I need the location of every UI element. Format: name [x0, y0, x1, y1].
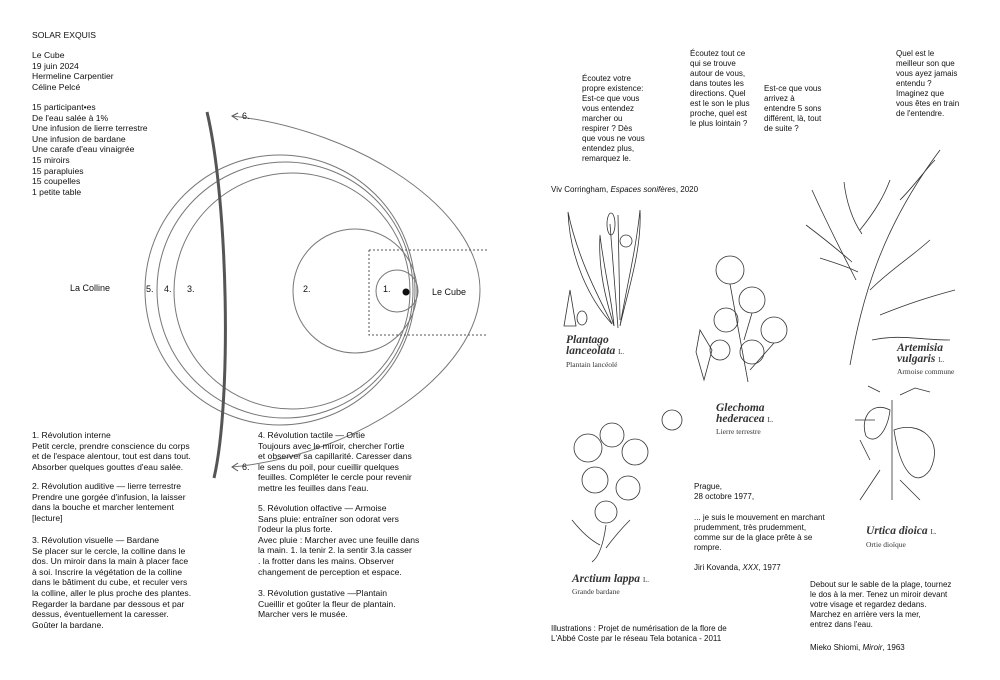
arrow-head-icon — [231, 462, 239, 472]
circle-number: 2. — [303, 284, 311, 294]
credit-work: Espaces sonifères — [610, 185, 676, 194]
kovanda-credit: Jiri Kovanda, XXX, 1977 — [694, 563, 781, 573]
material-item: Une infusion de lierre terrestre — [32, 123, 148, 134]
material-item: 15 parapluies — [32, 165, 84, 176]
credit-author: Mieko Shiomi, — [810, 643, 863, 652]
material-item: 15 participant•es — [32, 102, 96, 112]
revolution-4: 4. Révolution tactile — Ortie Toujours a… — [258, 430, 412, 493]
shiomi-quote: Debout sur le sable de la plage, tournez… — [810, 580, 952, 629]
shiomi-credit: Mieko Shiomi, Miroir, 1963 — [810, 643, 905, 653]
circle-number: 3. — [187, 284, 195, 294]
info-line: Céline Pelcé — [32, 81, 81, 92]
plantago-drawing — [563, 209, 641, 329]
revolution-6: 3. Révolution gustative —Plantain Cueill… — [258, 588, 396, 620]
glechoma-drawing — [695, 255, 788, 383]
circle-number: 1. — [383, 284, 391, 294]
plant-latin-artemisia: Artemisia vulgaris L. — [897, 342, 945, 366]
plant-latin: Plantago lanceolata — [566, 334, 616, 357]
circle-5 — [144, 154, 416, 426]
plant-latin: Urtica dioica — [866, 525, 928, 537]
circle-number: 6. — [242, 111, 250, 121]
plant-suffix: L. — [642, 576, 649, 584]
plant-suffix: L. — [618, 348, 625, 356]
plant-suffix: L. — [938, 356, 945, 364]
circle-2 — [292, 228, 418, 354]
circle-number: 6. — [242, 462, 250, 472]
circle-4 — [156, 161, 414, 419]
plant-suffix: L. — [767, 416, 774, 424]
info-line: Le Cube — [32, 50, 65, 60]
materials-list: 15 participant•es De l'eau salée à 1% Un… — [32, 102, 148, 197]
circle-number: 5. — [146, 284, 154, 294]
plant-latin: Arctium lappa — [572, 573, 641, 585]
plant-latin-arctium: Arctium lappa L. — [572, 573, 649, 586]
plant-french-plantago: Plantain lancéolé — [566, 360, 618, 369]
arrow-head-icon — [231, 112, 239, 121]
plant-latin: Glechoma hederacea — [716, 402, 765, 425]
artemisia-drawing — [805, 149, 956, 366]
material-item: Une carafe d'eau vinaigrée — [32, 144, 135, 155]
plant-latin-urtica: Urtica dioica L. — [866, 525, 937, 538]
circle-number: 4. — [164, 284, 172, 294]
plant-latin-plantago: Plantago lanceolata L. — [566, 334, 625, 358]
material-item: 15 miroirs — [32, 154, 70, 165]
question-4: Quel est le meilleur son que vous ayez j… — [896, 49, 960, 118]
arctium-drawing — [571, 409, 683, 563]
credit-work: Miroir — [862, 643, 883, 652]
material-item: Une infusion de bardane — [32, 133, 126, 144]
material-item: De l'eau salée à 1% — [32, 112, 109, 123]
revolution-5: 5. Révolution olfactive — Armoise Sans p… — [258, 503, 420, 577]
material-item: 15 coupelles — [32, 176, 81, 187]
urtica-drawing — [855, 385, 935, 501]
circle-3 — [173, 172, 411, 410]
question-1: Écoutez votre propre existence: Est-ce q… — [582, 74, 645, 163]
plant-latin-glechoma: Glechoma hederacea L. — [716, 402, 774, 426]
kovanda-quote: ... je suis le mouvement en marchant pru… — [694, 513, 825, 552]
plant-french-urtica: Ortie dioïque — [866, 540, 906, 549]
credit-author: Jiri Kovanda, — [694, 563, 743, 572]
info-line: Hermeline Carpentier — [32, 71, 114, 82]
credit-year: , 1963 — [882, 643, 905, 652]
illustrations-credit: Illustrations : Projet de numérisation d… — [551, 624, 727, 643]
page-title: SOLAR EXQUIS — [32, 30, 96, 40]
cube-label: Le Cube — [432, 287, 467, 297]
revolution-3: 3. Révolution visuelle — Bardane Se plac… — [32, 535, 192, 630]
plant-french-arctium: Grande bardane — [572, 587, 620, 596]
plant-suffix: L. — [930, 528, 937, 536]
hill-line — [205, 111, 227, 479]
plant-french-glechoma: Lierre terrestre — [716, 427, 761, 436]
center-dot — [402, 288, 410, 296]
material-item: 1 petite table — [32, 186, 82, 197]
credit-year: , 2020 — [675, 185, 699, 194]
plant-latin: Artemisia vulgaris — [897, 342, 944, 365]
revolution-2: 2. Révolution auditive — lierre terrestr… — [32, 481, 186, 523]
plant-french-artemisia: Armoise commune — [897, 367, 955, 376]
question-3: Est-ce que vous arrivez à entendre 5 son… — [764, 84, 822, 133]
info-line: 19 juin 2024 — [32, 60, 79, 71]
corringham-credit: Viv Corringham, Espaces sonifères, 2020 — [551, 185, 698, 195]
hill-label: La Colline — [70, 283, 111, 293]
question-2: Écoutez tout ce qui se trouve autour de … — [690, 49, 750, 128]
credit-year: , 1977 — [758, 563, 781, 572]
event-info: Le Cube 19 juin 2024 Hermeline Carpentie… — [32, 50, 114, 92]
kovanda-place-date: Prague, 28 octobre 1977, — [694, 482, 755, 501]
credit-author: Viv Corringham, — [551, 185, 611, 194]
credit-work: XXX — [742, 563, 759, 572]
revolution-1: 1. Révolution interne Petit cercle, pren… — [32, 430, 191, 472]
